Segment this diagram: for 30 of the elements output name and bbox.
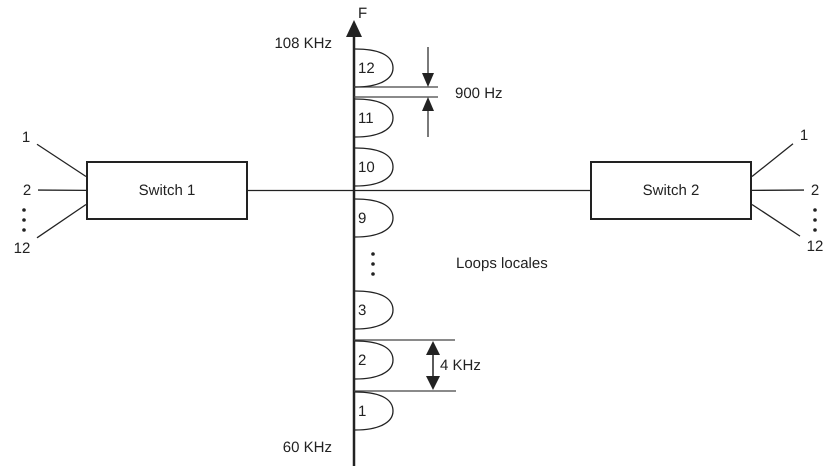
switch-box bbox=[590, 161, 752, 220]
frequency-label: 108 KHz bbox=[274, 35, 332, 52]
frequency-label: 60 KHz bbox=[282, 439, 332, 456]
line-number: 2 bbox=[810, 182, 820, 198]
connector-line bbox=[36, 144, 86, 178]
dimension-label: 900 Hz bbox=[455, 85, 503, 102]
line-number: 1 bbox=[22, 130, 30, 144]
connector-line bbox=[248, 190, 590, 192]
line-number: 12 bbox=[806, 238, 824, 254]
switch-label: Switch 2 bbox=[642, 183, 700, 198]
channel-number: 3 bbox=[358, 302, 366, 318]
connector-line bbox=[36, 204, 86, 238]
annotation-text: Loops locales bbox=[456, 255, 548, 272]
line-number: 2 bbox=[22, 182, 32, 198]
channel-number: 1 bbox=[358, 404, 366, 418]
channel-number: 12 bbox=[358, 60, 375, 76]
channel-number: 10 bbox=[358, 160, 375, 174]
dimension-label: 4 KHz bbox=[440, 357, 481, 374]
channel-number: 11 bbox=[358, 110, 374, 126]
connector-line bbox=[752, 143, 794, 177]
switch-box bbox=[86, 161, 248, 220]
channel-number: 9 bbox=[358, 210, 366, 226]
connector-line bbox=[752, 204, 800, 237]
axis-label: F bbox=[358, 5, 368, 22]
line-number: 12 bbox=[14, 240, 30, 256]
line-number: 1 bbox=[800, 128, 808, 142]
switch-label: Switch 1 bbox=[138, 183, 196, 198]
connector-line bbox=[38, 189, 86, 191]
channel-number: 2 bbox=[358, 352, 366, 368]
connector-line bbox=[752, 189, 804, 191]
